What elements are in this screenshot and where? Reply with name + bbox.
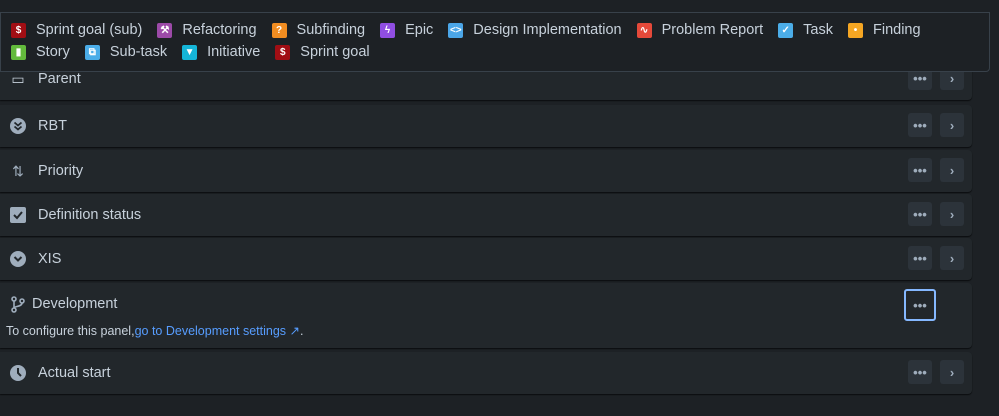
branch-icon: [8, 294, 28, 314]
legend-label: Subfinding: [296, 22, 366, 38]
subtask-icon: ⧉: [84, 44, 100, 60]
code-icon: <>: [448, 22, 464, 38]
pulse-icon: ∿: [636, 22, 652, 38]
legend-label: Sprint goal (sub): [36, 22, 143, 38]
legend-item: ⚒ Refactoring: [157, 22, 257, 38]
dollar-icon: $: [11, 22, 26, 38]
expand-button[interactable]: ›: [940, 202, 964, 226]
development-settings-link[interactable]: go to Development settings ↗: [134, 324, 301, 338]
legend-item: ✓ Task: [778, 22, 833, 38]
field-actual-start[interactable]: Actual start •••›: [0, 352, 972, 394]
expand-button[interactable]: ›: [940, 158, 964, 182]
bookmark-icon: ▮: [11, 44, 26, 60]
legend-label: Epic: [405, 22, 434, 38]
bulb-icon: •: [847, 22, 863, 38]
expand-button[interactable]: ›: [940, 113, 964, 137]
legend-item: ? Subfinding: [271, 22, 366, 38]
legend-label: Story: [36, 44, 70, 60]
chevrons-down-circle-icon: [8, 116, 28, 136]
legend-item: $ Sprint goal: [275, 44, 370, 60]
wrench-icon: ⚒: [157, 22, 173, 38]
legend-label: Sub-task: [109, 44, 168, 60]
field-priority[interactable]: ⇅Priority •••›: [0, 150, 972, 192]
diamond-icon: ▼: [182, 44, 198, 60]
parent-icon: ▭: [11, 70, 25, 87]
development-config-note: To configure this panel,go to Developmen…: [6, 324, 304, 338]
legend-label: Initiative: [207, 44, 261, 60]
expand-button[interactable]: ›: [940, 360, 964, 384]
more-button[interactable]: •••: [908, 360, 932, 384]
dollar-icon: $: [275, 44, 291, 60]
legend-item: $ Sprint goal (sub): [11, 22, 142, 38]
legend-label: Design Implementation: [473, 22, 622, 38]
legend-label: Task: [803, 22, 833, 38]
field-rbt[interactable]: RBT •••›: [0, 105, 972, 147]
more-button[interactable]: •••: [908, 158, 932, 182]
legend-item: ▮ Story: [11, 44, 70, 60]
field-definition-status[interactable]: Definition status •••›: [0, 194, 972, 236]
legend-item: ▼ Initiative: [182, 44, 260, 60]
sort-arrows-icon: ⇅: [12, 162, 24, 179]
external-link-icon: ↗: [289, 324, 301, 338]
question-icon: ?: [271, 22, 287, 38]
legend-item: ϟ Epic: [380, 22, 433, 38]
legend-label: Problem Report: [661, 22, 764, 38]
checkbox-icon: [8, 205, 28, 225]
chevron-down-circle-icon: [8, 249, 28, 269]
legend-item: • Finding: [847, 22, 921, 38]
more-button[interactable]: •••: [908, 113, 932, 137]
field-xis[interactable]: XIS •••›: [0, 238, 972, 280]
more-button[interactable]: •••: [904, 289, 936, 321]
check-icon: ✓: [778, 22, 794, 38]
more-button[interactable]: •••: [908, 202, 932, 226]
more-button[interactable]: •••: [908, 246, 932, 270]
clock-icon: [8, 363, 28, 383]
legend-item: ⧉ Sub-task: [84, 44, 168, 60]
legend-item: ∿ Problem Report: [636, 22, 764, 38]
legend-label: Refactoring: [182, 22, 257, 38]
field-development: Development To configure this panel,go t…: [0, 283, 972, 348]
expand-button[interactable]: ›: [940, 246, 964, 270]
issue-type-legend-tooltip: $ Sprint goal (sub) ⚒ Refactoring? Subfindin…: [0, 12, 990, 72]
legend-item: <> Design Implementation: [448, 22, 622, 38]
legend-label: Finding: [872, 22, 921, 38]
legend-label: Sprint goal: [300, 44, 370, 60]
lightning-icon: ϟ: [380, 22, 396, 38]
